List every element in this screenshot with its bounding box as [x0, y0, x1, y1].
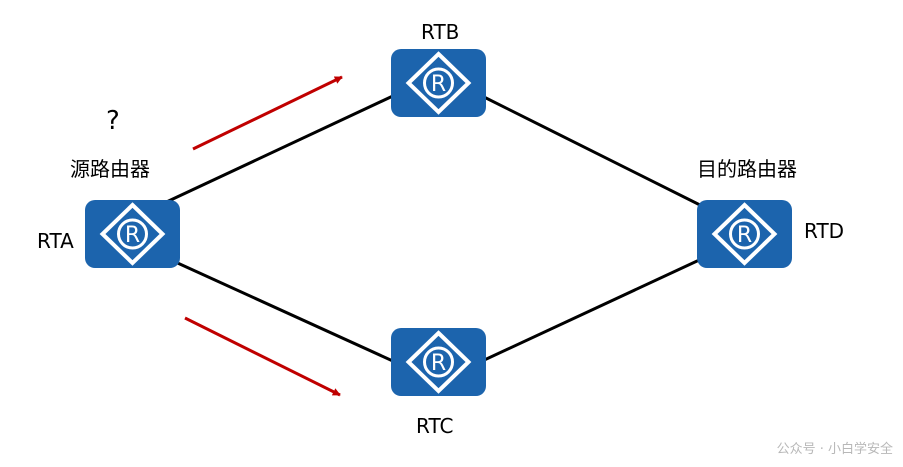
router-icon: R: [405, 51, 472, 115]
router-rtd: R: [697, 200, 792, 268]
router-rtb: R: [391, 49, 486, 117]
router-icon: R: [99, 202, 166, 266]
link-rta-rtc: [159, 253, 396, 364]
label-rtc: RTC: [416, 414, 454, 438]
svg-text:R: R: [431, 72, 446, 97]
svg-text:R: R: [125, 223, 140, 248]
link-rtc-rtd: [479, 253, 711, 364]
label-rtd: RTD: [804, 219, 845, 243]
link-rtb-rtd: [479, 93, 711, 212]
label-destination-router: 目的路由器: [697, 157, 797, 181]
label-rtb: RTB: [421, 20, 460, 44]
arrow-to-rtc: [184, 316, 341, 397]
svg-text:R: R: [737, 223, 752, 248]
link-rta-rtb: [159, 93, 396, 207]
svg-text:R: R: [431, 351, 446, 376]
watermark: 公众号 · 小白学安全: [776, 442, 893, 457]
arrow-to-rtb: [192, 75, 343, 151]
router-icon: R: [711, 202, 778, 266]
router-icon: R: [405, 330, 472, 394]
label-source-router: 源路由器: [70, 157, 150, 181]
router-rta: R: [85, 200, 180, 268]
router-rtc: R: [391, 328, 486, 396]
label-rta: RTA: [37, 229, 74, 253]
question-mark: ?: [106, 106, 120, 136]
